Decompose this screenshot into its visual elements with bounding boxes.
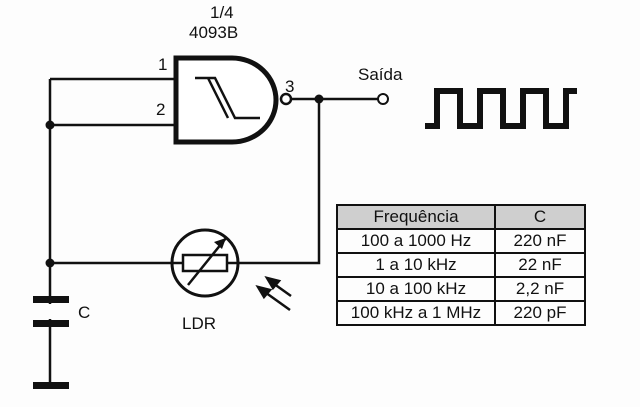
capacitor-label: C: [78, 303, 91, 322]
light-arrows-icon: [255, 276, 292, 312]
header-frequency: Frequência: [336, 204, 496, 230]
gate-fraction: 1/4: [210, 3, 234, 22]
capacitance-cell: 220 pF: [494, 300, 586, 326]
output-terminal: [377, 93, 389, 105]
hysteresis-icon: [195, 76, 260, 120]
frequency-cell: 10 a 100 kHz: [336, 276, 496, 302]
pin3-label: 3: [285, 77, 295, 96]
output-label: Saída: [358, 65, 403, 84]
capacitor-icon: [33, 296, 69, 389]
inverter-bubble: [279, 92, 293, 106]
pin1-label: 1: [158, 55, 168, 74]
wire-bottom: [50, 99, 321, 265]
frequency-cell: 100 a 1000 Hz: [336, 228, 496, 254]
ground-bar: [33, 382, 69, 389]
capacitance-cell: 2,2 nF: [494, 276, 586, 302]
table-header-row: Frequência C: [336, 204, 586, 230]
ldr-label: LDR: [182, 314, 217, 333]
frequency-cell: 1 a 10 kHz: [336, 252, 496, 278]
gate-part-number: 4093B: [189, 23, 239, 42]
pin2-label: 2: [156, 100, 166, 119]
wire-pin1: [48, 77, 175, 385]
capacitance-cell: 22 nF: [494, 252, 586, 278]
ldr-icon: [170, 228, 240, 298]
header-capacitance: C: [494, 204, 586, 230]
frequency-cell: 100 kHz a 1 MHz: [336, 300, 496, 326]
square-wave-icon: [425, 88, 577, 129]
junction-dots: [45, 94, 324, 268]
capacitance-cell: 220 nF: [494, 228, 586, 254]
